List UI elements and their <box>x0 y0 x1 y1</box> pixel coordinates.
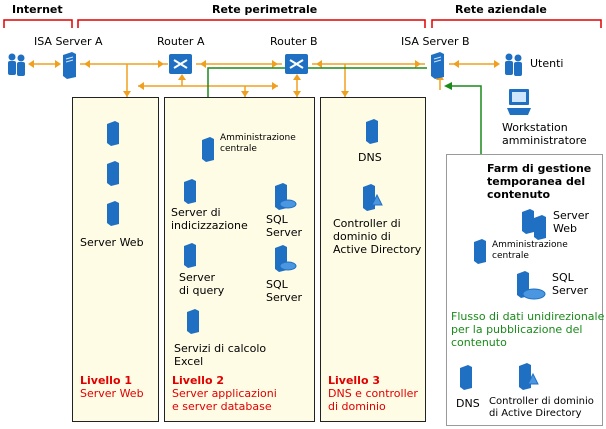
index-server-label-2: indicizzazione <box>171 219 248 232</box>
dns-server-icon <box>366 119 378 144</box>
level-1-title: Livello 1 <box>80 374 132 387</box>
admin-workstation-label-1: Workstation <box>502 121 568 134</box>
level-3-desc-2: di dominio <box>328 400 386 413</box>
farm-sql-server-icon <box>517 271 546 300</box>
farm-web-server-icon <box>522 209 546 240</box>
sql-server-1-icon <box>275 183 297 210</box>
level-2-desc-1: Server applicazioni <box>172 387 277 400</box>
web-server-1-icon <box>107 121 119 146</box>
admin-workstation-icon <box>507 89 531 115</box>
central-admin-label-2: centrale <box>220 144 257 154</box>
panel-level-1 <box>72 97 159 422</box>
flow-label-2: per la pubblicazione del <box>451 323 583 336</box>
farm-central-admin-label-1: Amministrazione <box>492 240 568 250</box>
farm-central-admin-icon <box>474 239 486 264</box>
sql-server-1-label-2: Server <box>266 226 303 239</box>
sql-server-2-label-1: SQL <box>266 278 288 291</box>
index-server-icon <box>184 179 196 204</box>
sql-server-2-label-2: Server <box>266 291 303 304</box>
farm-web-server-label-2: Web <box>553 222 577 235</box>
web-server-2-icon <box>107 161 119 186</box>
ad-label-2: dominio di <box>333 230 391 243</box>
central-admin-icon <box>202 137 214 162</box>
level-2-title: Livello 2 <box>172 374 224 387</box>
router-b-label: Router B <box>270 35 318 48</box>
farm-ad-label-1: Controller di dominio <box>489 396 594 407</box>
farm-ad-label-2: di Active Directory <box>489 408 582 419</box>
farm-sql-label-2: Server <box>552 284 589 297</box>
index-server-label-1: Server di <box>171 206 221 219</box>
level-3-title: Livello 3 <box>328 374 380 387</box>
panel-level-3 <box>320 97 426 422</box>
isa-server-b-icon <box>431 52 444 79</box>
admin-workstation-label-2: amministratore <box>502 134 587 147</box>
farm-title-1: Farm di gestione <box>487 162 592 175</box>
level-3-desc-1: DNS e controller <box>328 387 418 400</box>
level-2-desc-2: e server database <box>172 400 272 413</box>
web-server-label: Server Web <box>80 236 144 249</box>
farm-central-admin-label-2: centrale <box>492 251 529 261</box>
isa-server-b-label: ISA Server B <box>401 35 470 48</box>
sql-server-2-icon <box>275 245 297 272</box>
router-a-icon <box>169 54 192 74</box>
web-server-3-icon <box>107 201 119 226</box>
farm-dns-icon <box>460 365 472 390</box>
zone-perimeter: Rete perimetrale <box>212 3 318 16</box>
farm-sql-label-1: SQL <box>552 271 574 284</box>
isa-server-a-icon <box>63 52 76 79</box>
farm-web-server-label-1: Server <box>553 209 590 222</box>
dns-label: DNS <box>358 151 382 164</box>
users-icon <box>505 53 522 76</box>
excel-services-label-2: Excel <box>174 355 204 368</box>
flow-label-1: Flusso di dati unidirezionale <box>451 310 605 323</box>
central-admin-label-1: Amministrazione <box>220 133 296 143</box>
isa-server-a-label: ISA Server A <box>34 35 103 48</box>
internet-users-icon <box>8 53 25 76</box>
query-server-icon <box>184 243 196 268</box>
sql-server-1-label-1: SQL <box>266 213 288 226</box>
level-1-desc: Server Web <box>80 387 144 400</box>
zone-internet: Internet <box>12 3 63 16</box>
excel-services-label-1: Servizi di calcolo <box>174 342 267 355</box>
ad-label-3: Active Directory <box>333 243 422 256</box>
router-b-icon <box>285 54 308 74</box>
ad-controller-icon <box>363 184 383 211</box>
router-a-label: Router A <box>157 35 205 48</box>
farm-title-2: temporanea del <box>487 175 586 188</box>
farm-title-3: contenuto <box>487 188 551 201</box>
farm-dns-label: DNS <box>456 397 480 410</box>
farm-ad-icon <box>519 363 539 390</box>
ad-label-1: Controller di <box>333 217 401 230</box>
excel-services-icon <box>187 309 199 334</box>
zone-corporate: Rete aziendale <box>455 3 547 16</box>
query-server-label-2: di query <box>179 284 225 297</box>
query-server-label-1: Server <box>179 271 216 284</box>
users-label: Utenti <box>530 57 564 70</box>
flow-label-3: contenuto <box>451 336 507 349</box>
